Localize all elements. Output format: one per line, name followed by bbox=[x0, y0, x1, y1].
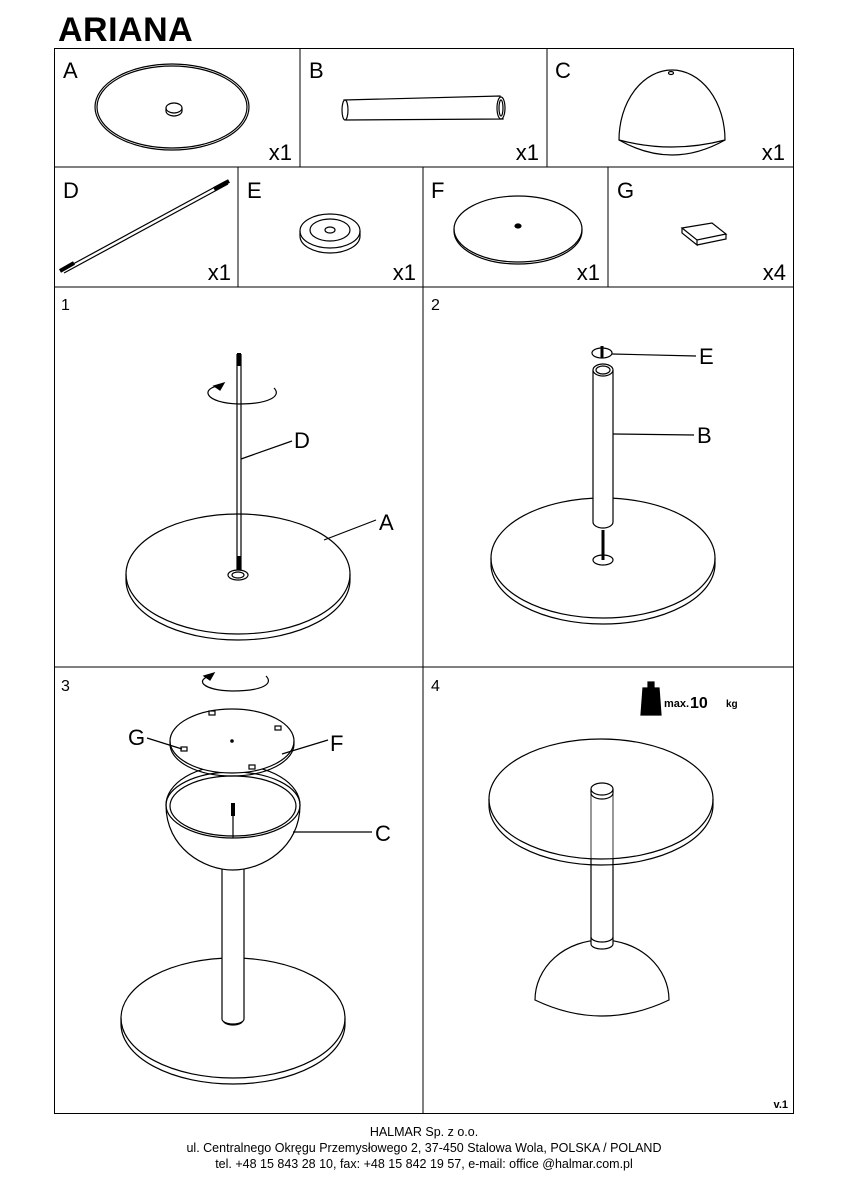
rod-drawing bbox=[236, 353, 242, 570]
part-cell-b: B x1 bbox=[309, 58, 539, 165]
step-4: 4 max. 10 kg v.1 bbox=[431, 678, 788, 1111]
max-load-prefix: max. bbox=[664, 698, 689, 710]
rotate-arrow-icon bbox=[201, 671, 269, 692]
part-letter: D bbox=[63, 178, 79, 203]
callout-label: D bbox=[294, 428, 310, 453]
washer-ring-icon bbox=[299, 213, 361, 254]
step-number: 3 bbox=[61, 678, 70, 695]
base-plate-drawing bbox=[125, 513, 351, 641]
callout-label: E bbox=[699, 344, 714, 369]
callout-label: F bbox=[330, 731, 343, 756]
step-number: 1 bbox=[61, 297, 70, 314]
part-quantity: x1 bbox=[762, 140, 785, 165]
grid-frame bbox=[54, 48, 794, 1114]
part-quantity: x1 bbox=[577, 260, 600, 285]
part-cell-g: G x4 bbox=[617, 178, 786, 285]
leader-line bbox=[240, 440, 293, 460]
part-quantity: x4 bbox=[763, 260, 786, 285]
glass-top-drawing bbox=[169, 708, 295, 777]
part-letter: B bbox=[309, 58, 324, 83]
glass-top-plate-icon bbox=[453, 195, 583, 265]
footer-company: HALMAR Sp. z o.o. bbox=[369, 1125, 479, 1139]
dome-base-icon bbox=[618, 69, 726, 156]
leader-line bbox=[281, 739, 329, 755]
part-cell-a: A x1 bbox=[63, 58, 292, 165]
leader-line bbox=[323, 519, 377, 541]
part-letter: E bbox=[247, 178, 262, 203]
part-letter: F bbox=[431, 178, 444, 203]
leader-line bbox=[612, 433, 695, 436]
instruction-sheet: A x1 B x1 C x1 D x1 bbox=[54, 48, 794, 1114]
part-quantity: x1 bbox=[516, 140, 539, 165]
part-cell-e: E x1 bbox=[247, 178, 416, 285]
max-load-value: 10 bbox=[690, 695, 708, 712]
part-quantity: x1 bbox=[269, 140, 292, 165]
step-number: 4 bbox=[431, 678, 440, 695]
tube-drawing bbox=[221, 868, 245, 1025]
footer-address: ul. Centralnego Okręgu Przemysłowego 2, … bbox=[186, 1141, 662, 1155]
callout-label: A bbox=[379, 510, 394, 535]
dome-bowl-drawing bbox=[165, 764, 301, 871]
version-label: v.1 bbox=[774, 1099, 788, 1111]
max-load-unit: kg bbox=[726, 699, 738, 710]
page-title: ARIANA bbox=[58, 11, 194, 49]
part-cell-d: D x1 bbox=[59, 178, 231, 285]
tube-icon bbox=[341, 95, 506, 121]
rotate-arrow-icon bbox=[207, 381, 277, 405]
glass-base-plate-icon bbox=[94, 63, 250, 151]
callout-label: C bbox=[375, 821, 391, 846]
part-cell-f: F x1 bbox=[431, 178, 600, 285]
leader-line bbox=[146, 737, 183, 750]
step-1: 1 D A bbox=[61, 297, 394, 641]
part-letter: A bbox=[63, 58, 78, 83]
glass-top-drawing bbox=[488, 738, 714, 866]
leader-line bbox=[611, 353, 697, 357]
tube-drawing bbox=[592, 363, 614, 529]
callout-label: B bbox=[697, 423, 712, 448]
part-quantity: x1 bbox=[208, 260, 231, 285]
step-3: 3 G F bbox=[61, 671, 391, 1085]
part-letter: G bbox=[617, 178, 634, 203]
callout-label: G bbox=[128, 725, 145, 750]
step-2: 2 E B bbox=[431, 297, 716, 625]
felt-pad-icon bbox=[680, 222, 728, 247]
instruction-diagram: A x1 B x1 C x1 D x1 bbox=[54, 48, 794, 1114]
dome-base-drawing bbox=[534, 939, 670, 1017]
part-quantity: x1 bbox=[393, 260, 416, 285]
part-cell-c: C x1 bbox=[555, 58, 785, 165]
washer-drawing bbox=[591, 346, 613, 359]
threaded-rod-icon bbox=[59, 179, 230, 274]
part-letter: C bbox=[555, 58, 571, 83]
step-number: 2 bbox=[431, 297, 440, 314]
footer-contact: tel. +48 15 843 28 10, fax: +48 15 842 1… bbox=[215, 1157, 633, 1171]
weight-icon bbox=[640, 681, 662, 716]
